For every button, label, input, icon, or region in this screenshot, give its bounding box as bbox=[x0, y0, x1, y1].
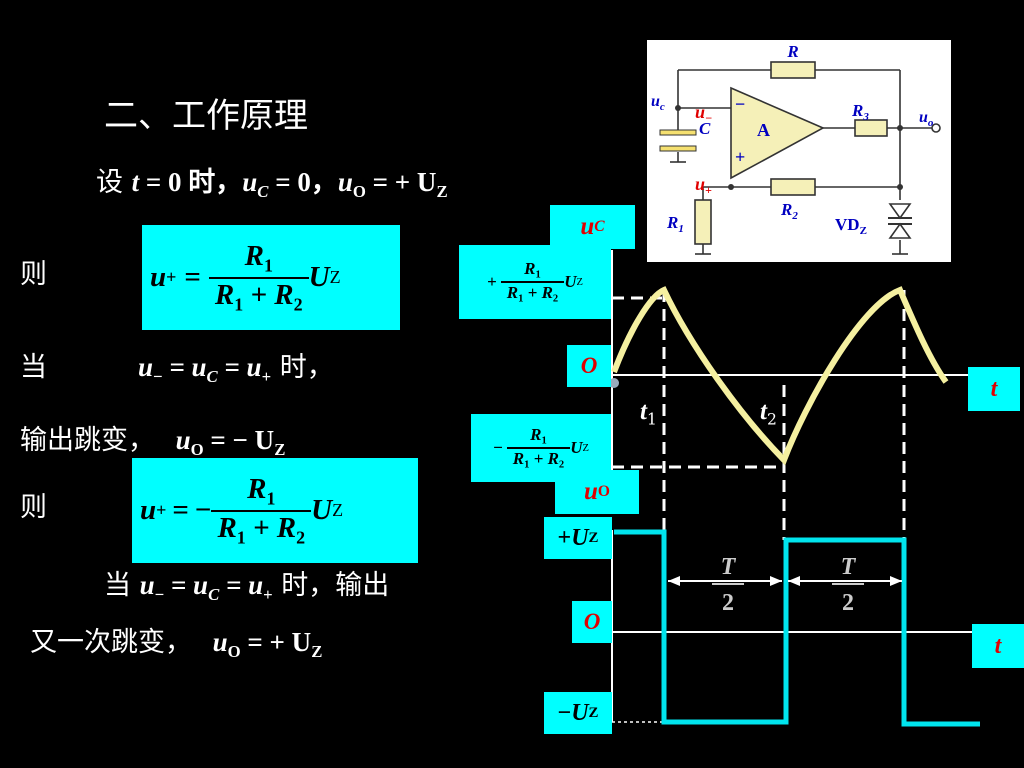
t-axis-label-1: t bbox=[968, 367, 1020, 411]
circuit-svg: R uc u− C − A + R3 uo u+ R1 R2 VDZ bbox=[651, 42, 941, 255]
output-square-wave bbox=[614, 529, 980, 727]
zener-diode-1 bbox=[888, 203, 912, 220]
label-u-plus: u+ bbox=[695, 174, 712, 197]
output-terminal bbox=[931, 123, 941, 133]
fraction-2: R1 R1 + R2 bbox=[211, 473, 312, 548]
node-noninv bbox=[728, 184, 734, 190]
ze-label-2: 则 bbox=[20, 492, 47, 523]
condition-1: u− = uC = u+ 时， bbox=[138, 352, 334, 386]
again-jump-line: 又一次跳变， uO = + UZ bbox=[30, 627, 323, 661]
initial-condition: 设 t = 0 时，uC = 0，uO = + UZ bbox=[96, 167, 448, 201]
circuit-diagram: R uc u− C − A + R3 uo u+ R1 R2 VDZ bbox=[647, 40, 951, 262]
half-period-2-1: 2 bbox=[722, 590, 734, 616]
capacitor-plate-bottom bbox=[659, 145, 697, 152]
label-R1: R1 bbox=[666, 213, 684, 235]
label-R: R bbox=[786, 42, 798, 61]
resistor-R bbox=[770, 61, 816, 79]
label-minus-input: − bbox=[735, 94, 745, 114]
dang-label: 当 bbox=[20, 352, 47, 383]
label-C: C bbox=[699, 119, 711, 138]
label-uo: uo bbox=[919, 109, 934, 129]
label-R3: R3 bbox=[851, 101, 869, 123]
label-u-minus: u− bbox=[695, 102, 712, 125]
half-period-arrowhead-1a bbox=[668, 576, 680, 586]
capacitor-plate-top bbox=[659, 129, 697, 136]
slide-title: 二、工作原理 bbox=[104, 96, 308, 136]
half-period-T-1: T bbox=[721, 554, 737, 580]
node-output bbox=[897, 125, 903, 131]
origin-dot bbox=[609, 378, 619, 388]
label-uc: uc bbox=[651, 93, 665, 113]
op-amp-triangle bbox=[730, 86, 825, 180]
ze-label-1: 则 bbox=[20, 259, 47, 290]
label-A: A bbox=[757, 120, 770, 140]
condition-2: 当 u− = uC = u+ 时，输出 bbox=[104, 570, 390, 604]
t1-label: t1 bbox=[640, 398, 657, 429]
half-period-2-2: 2 bbox=[842, 590, 854, 616]
half-period-arrowhead-2a bbox=[788, 576, 800, 586]
half-period-T-2: T bbox=[841, 554, 857, 580]
half-period-arrowhead-2b bbox=[890, 576, 902, 586]
t-axis-label-2: t bbox=[972, 624, 1024, 668]
zener-diode-2 bbox=[888, 222, 912, 239]
origin-label-1: O bbox=[567, 345, 611, 387]
resistor-R1 bbox=[694, 199, 712, 245]
label-VDZ: VDZ bbox=[835, 215, 867, 237]
resistor-R2 bbox=[770, 178, 816, 196]
resistor-R3 bbox=[854, 119, 888, 137]
output-jump-line: 输出跳变， uO = − UZ bbox=[20, 425, 286, 459]
node-inverting bbox=[675, 105, 681, 111]
half-period-arrowhead-1b bbox=[770, 576, 782, 586]
label-plus-input: + bbox=[735, 147, 745, 167]
node-zener bbox=[897, 184, 903, 190]
capacitor-voltage-curve bbox=[611, 286, 949, 466]
t2-label: t2 bbox=[760, 398, 777, 429]
fraction-1: R1 R1 + R2 bbox=[208, 240, 309, 315]
origin-label-2: O bbox=[572, 601, 612, 643]
label-R2: R2 bbox=[780, 200, 798, 222]
